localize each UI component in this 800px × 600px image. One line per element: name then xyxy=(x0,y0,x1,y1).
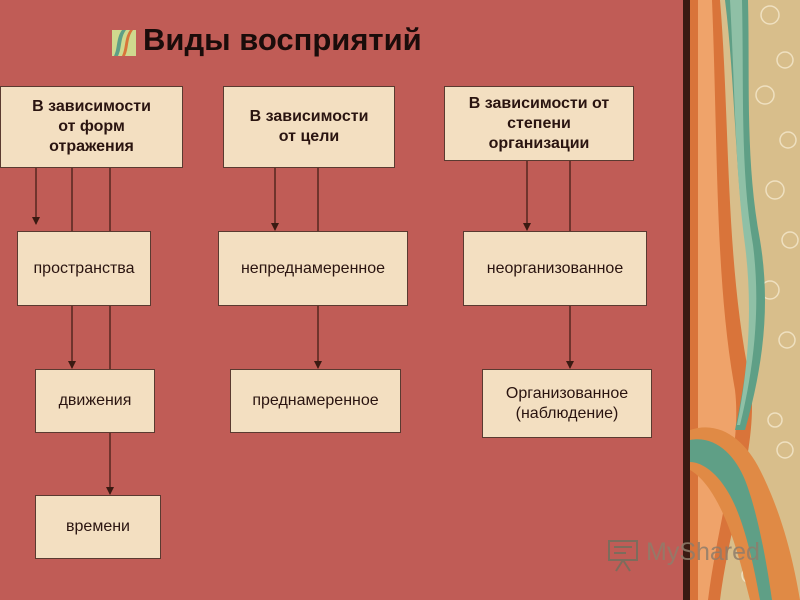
item-unorganized-box: неорганизованное xyxy=(463,231,647,306)
item-time-box: времени xyxy=(35,495,161,559)
item-intentional-box: преднамеренное xyxy=(230,369,401,433)
header-organization-box: В зависимости от степени организации xyxy=(444,86,634,161)
item-motion-box: движения xyxy=(35,369,155,433)
header-form-box: В зависимости от форм отражения xyxy=(0,86,183,168)
connector-lines xyxy=(32,161,574,495)
watermark-logo: MyShared xyxy=(646,538,760,566)
item-organized-box: Организованное (наблюдение) xyxy=(482,369,652,438)
presentation-board-icon xyxy=(608,540,638,572)
slide-title: Виды восприятий xyxy=(143,22,422,57)
item-unintentional-box: непреднамеренное xyxy=(218,231,408,306)
title-bullet-icon xyxy=(112,30,136,56)
floral-pattern-decoration xyxy=(690,0,800,600)
slide-divider xyxy=(683,0,690,600)
header-goal-box: В зависимости от цели xyxy=(223,86,395,168)
item-space-box: пространства xyxy=(17,231,151,306)
decorative-strip xyxy=(690,0,800,600)
